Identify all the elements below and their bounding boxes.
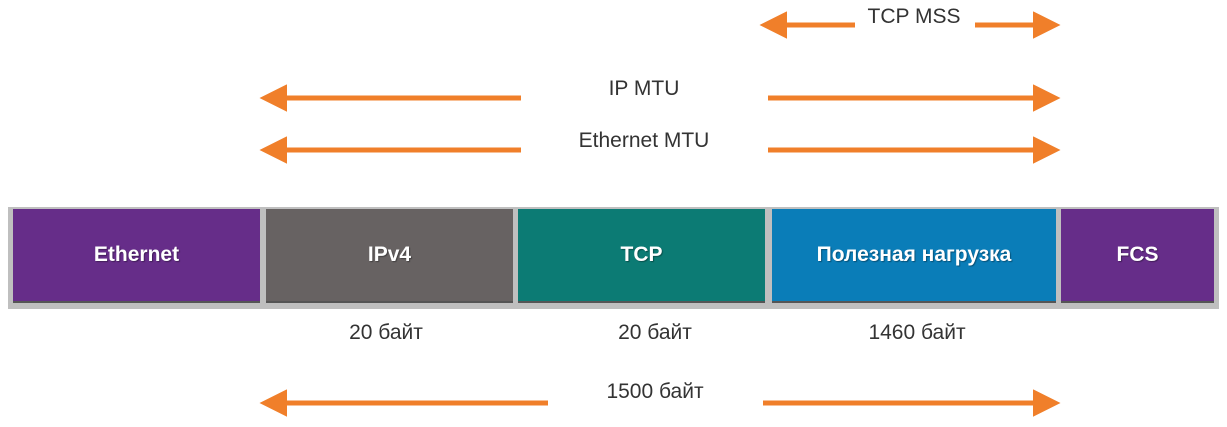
segment-tcp: TCP (518, 209, 765, 303)
ip-mtu-label: IP MTU (608, 77, 680, 100)
segment-ethernet-label: Ethernet (93, 243, 180, 266)
segment-tcp-label: TCP (620, 243, 663, 266)
ethernet-frame: Ethernet IPv4 TCP Полезная нагрузка FCS (8, 207, 1219, 309)
ipv4-size-label: 20 байт (349, 321, 423, 344)
segment-ethernet: Ethernet (13, 209, 260, 303)
segment-ipv4-label: IPv4 (367, 243, 412, 266)
segment-ipv4: IPv4 (266, 209, 513, 303)
segment-payload-label: Полезная нагрузка (816, 243, 1012, 266)
tcp-size-label: 20 байт (618, 321, 692, 344)
segment-fcs-label: FCS (1116, 243, 1159, 266)
payload-size-label: 1460 байт (868, 321, 966, 344)
total-size-label: 1500 байт (606, 380, 704, 403)
ethernet-mtu-label: Ethernet MTU (578, 129, 710, 152)
segment-fcs: FCS (1061, 209, 1214, 303)
segment-payload: Полезная нагрузка (772, 209, 1056, 303)
tcp-mss-label: TCP MSS (867, 5, 961, 28)
